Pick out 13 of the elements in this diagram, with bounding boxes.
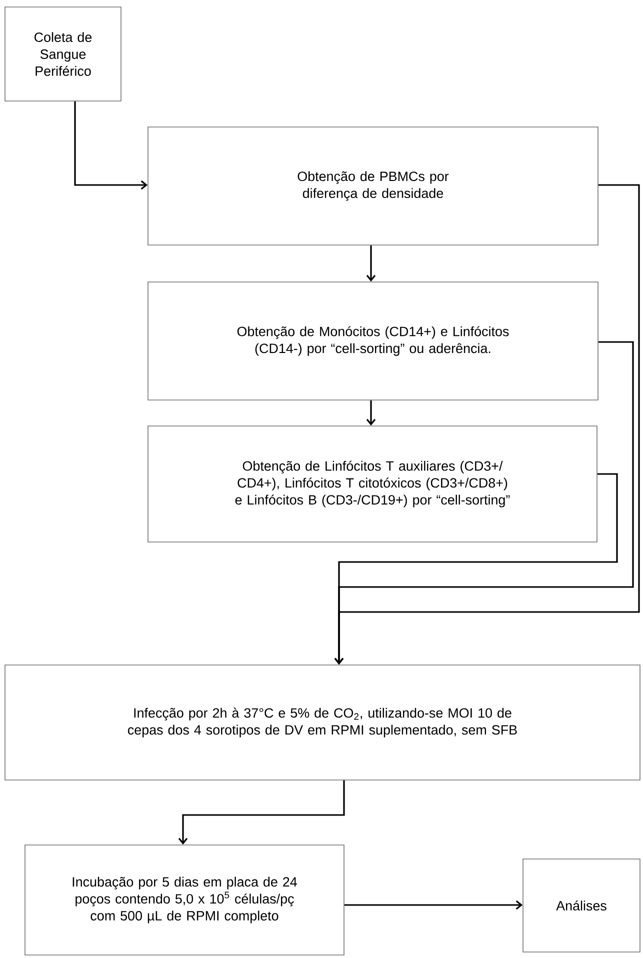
process-box: Infecção por 2h à 37°C e 5% de CO$_{2}$, utilizando-se MOI 10 de cepas dos 4 sorotipos de DV em RPMI suplementado, sem SFB [4, 664, 640, 780]
process-box: Coleta de Sangue Periférico [4, 6, 122, 102]
arrow [366, 245, 376, 282]
process-box: Obtenção de Linfócitos T auxiliares (CD3+/ CD4+), Linfócitos T citotóxicos (CD3+/CD8+) e Linfócitos B (CD3-/CD19+) por “cell-sorting” [148, 426, 598, 542]
arrow [74, 101, 148, 190]
arrow [344, 900, 523, 910]
process-box: Obtenção de Monócitos (CD14+) e Linfócitos (CD14-) por “cell-sorting” ou aderência. [148, 282, 598, 400]
arrow [178, 780, 345, 845]
process-box: Obtenção de PBMCs por diferença de densidade [148, 126, 598, 246]
arrow [334, 473, 618, 665]
process-box: Análises [522, 858, 640, 952]
process-box: Incubação por 5 dias em placa de 24 poços contendo 5,0 x 10$^{5}$ células/pç com 500 µL de RPMI completo [24, 844, 344, 956]
arrow [366, 400, 376, 426]
